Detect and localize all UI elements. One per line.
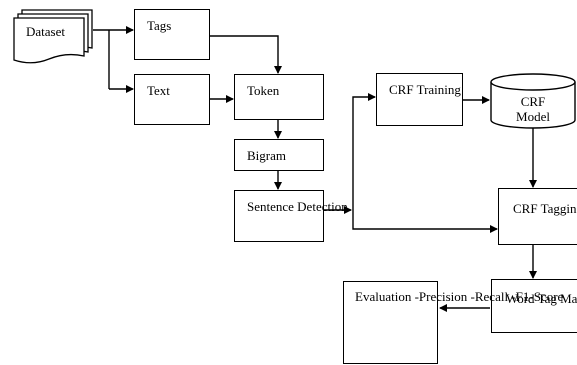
crf-training-box: CRF Training [376,73,463,126]
sentence-detection-box: Sentence Detection [234,190,348,242]
crf-tagging-label: CRF Tagging [513,201,577,216]
crf-model-cylinder [490,73,576,129]
arrow-tags-token [210,35,282,74]
token-box: Token [234,74,324,120]
evaluation-box: Evaluation -Precision -Recall -F1-Score [343,281,563,364]
sentence-detection-label: Sentence Detection [247,199,348,214]
bigram-label: Bigram [247,148,286,163]
text-box: Text [134,74,210,125]
arrow-junction-tagging [352,210,498,233]
word-tag-mapping-box: Word Tag Mapping [491,279,577,333]
dataset-label: Dataset [26,24,65,39]
tags-box: Tags [134,9,210,60]
arrow-junction-training [352,93,376,210]
word-tag-mapping-label: Word Tag Mapping [506,291,577,306]
bigram-box: Bigram [234,139,324,171]
crf-model-label: CRF Model [516,94,550,124]
crf-training-label: CRF Training [389,82,461,97]
token-label: Token [247,83,280,98]
crf-tagging-box: CRF Tagging [498,188,577,245]
text-label: Text [147,83,170,98]
evaluation-label: Evaluation -Precision -Recall -F1-Score [355,289,564,304]
dataset-document-stack [13,9,93,64]
tags-label: Tags [147,18,172,33]
